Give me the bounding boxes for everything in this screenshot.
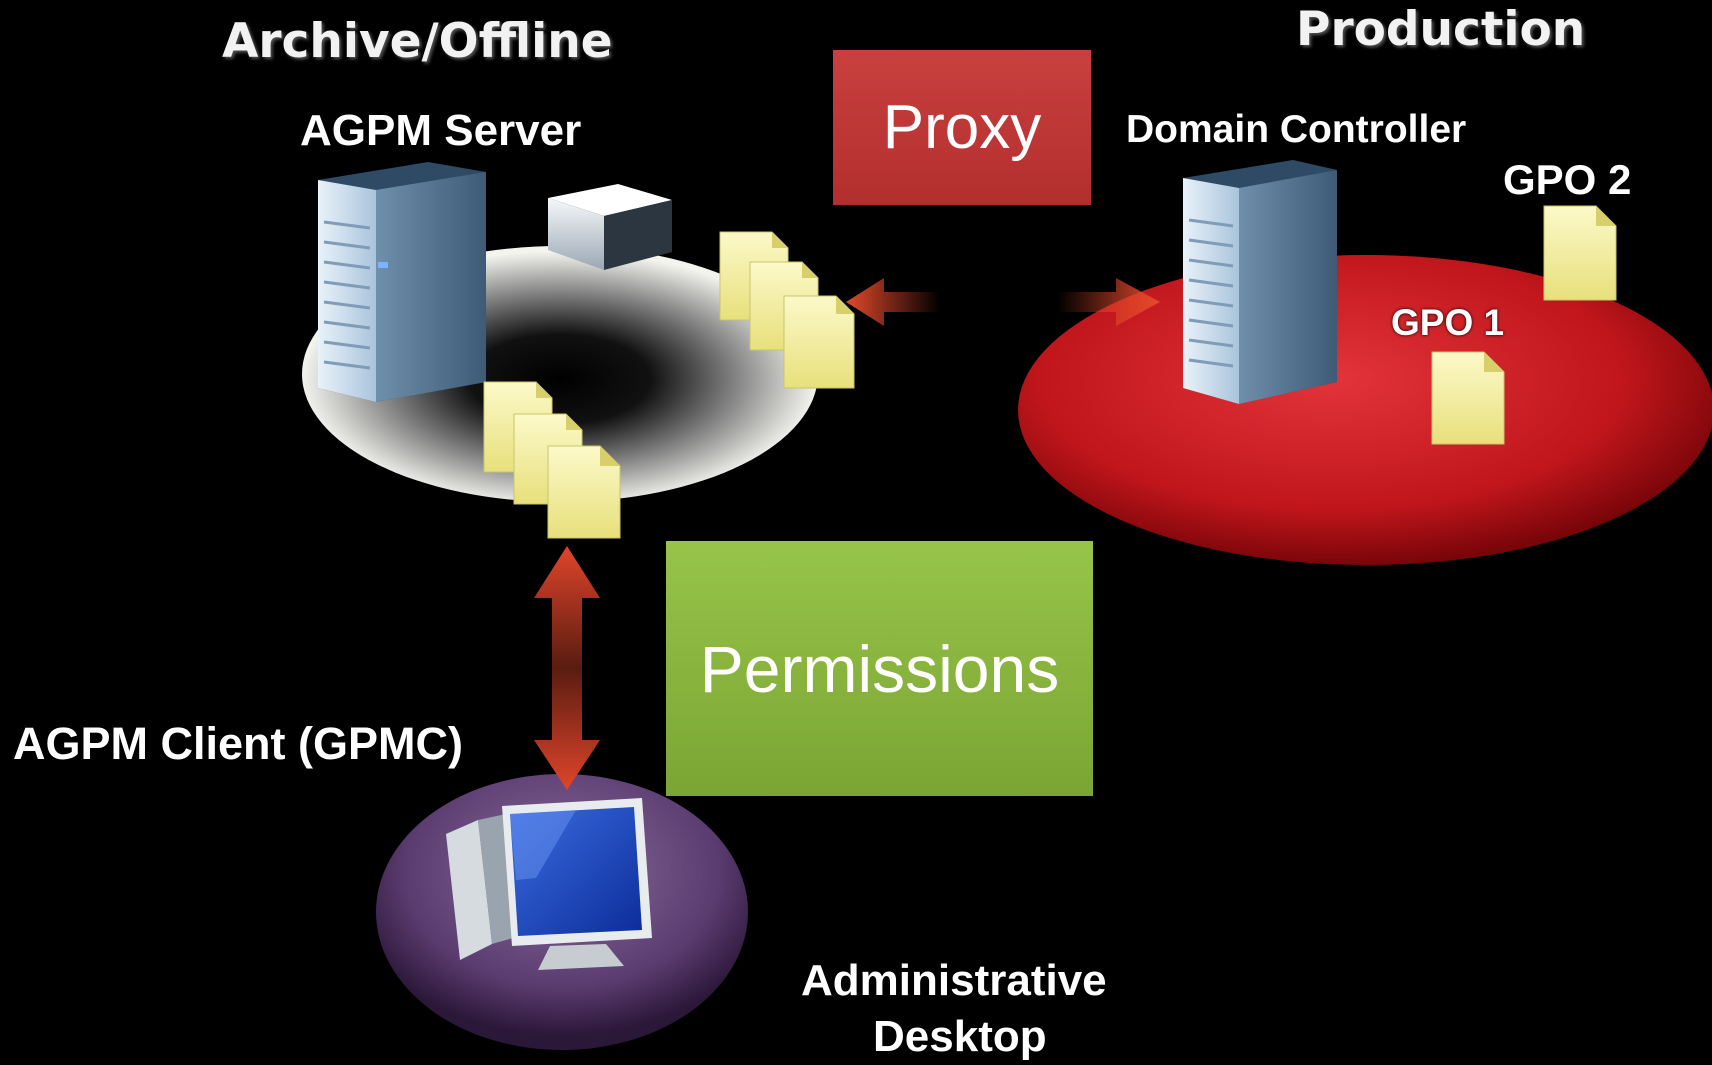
- proxy-box-label: Proxy: [882, 93, 1042, 162]
- archive-section-title: Archive/Offline: [222, 14, 613, 69]
- gpo1-label: GPO 1: [1391, 302, 1505, 343]
- server-tower-icon: [318, 162, 486, 402]
- domain-controller-label: Domain Controller: [1126, 108, 1467, 151]
- document-stack-archive-right: [719, 231, 855, 389]
- proxy-box: Proxy: [833, 50, 1091, 205]
- domain-controller-tower-icon: [1183, 160, 1337, 404]
- arrow-server-client: [534, 546, 600, 790]
- desktop-computer-icon: [446, 798, 652, 970]
- permissions-box-label: Permissions: [699, 631, 1060, 706]
- admin-desktop-label-line1: Administrative: [801, 956, 1107, 1005]
- admin-desktop-label-line2: Desktop: [873, 1012, 1047, 1061]
- arrow-to-production: [1058, 278, 1160, 326]
- gpo1-document-icon: [1431, 351, 1505, 445]
- production-section-title: Production: [1296, 2, 1586, 57]
- storage-box-icon: [548, 184, 672, 270]
- arrow-to-archive: [846, 278, 940, 326]
- permissions-box: Permissions: [666, 541, 1093, 796]
- gpo2-document-icon: [1543, 205, 1617, 301]
- agpm-server-label: AGPM Server: [300, 106, 582, 155]
- gpo2-label: GPO 2: [1503, 156, 1632, 203]
- agpm-client-label: AGPM Client (GPMC): [13, 718, 463, 769]
- document-stack-archive-bottom: [483, 381, 621, 539]
